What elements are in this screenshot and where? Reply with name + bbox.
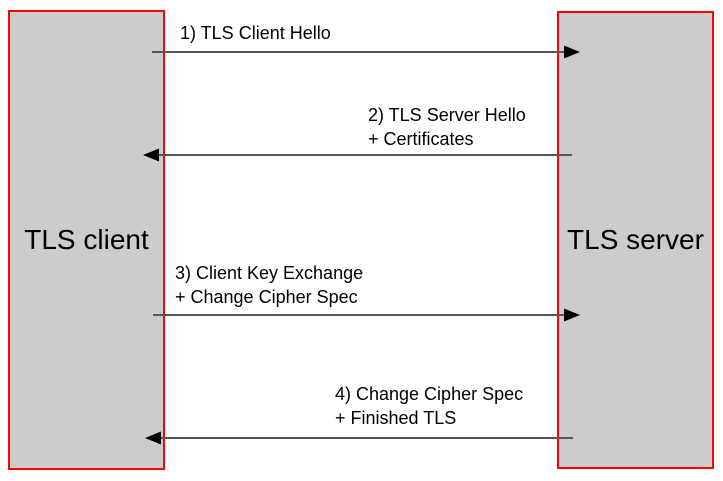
arrow-server-to-client-4: [145, 431, 573, 445]
message-line: + Change Cipher Spec: [175, 287, 358, 307]
actor-box-tls-client: TLS client: [8, 10, 165, 470]
message-label-1: 1) TLS Client Hello: [180, 21, 331, 45]
arrow-client-to-server-3: [153, 308, 580, 322]
arrow-client-to-server-1: [152, 45, 580, 59]
message-line: 1) TLS Client Hello: [180, 23, 331, 43]
message-line: 3) Client Key Exchange: [175, 263, 364, 283]
message-line: + Certificates: [368, 129, 474, 149]
message-label-3: 3) Client Key Exchange + Change Cipher S…: [175, 261, 363, 309]
actor-box-tls-server: TLS server: [557, 11, 714, 469]
message-line: + Finished TLS: [335, 408, 457, 428]
message-line: 4) Change Cipher Spec: [335, 384, 524, 404]
message-line: 2) TLS Server Hello: [368, 105, 526, 125]
message-label-2: 2) TLS Server Hello + Certificates: [368, 103, 526, 151]
message-label-4: 4) Change Cipher Spec + Finished TLS: [335, 382, 523, 430]
actor-label-client: TLS client: [24, 224, 149, 255]
actor-label-server: TLS server: [567, 224, 704, 255]
